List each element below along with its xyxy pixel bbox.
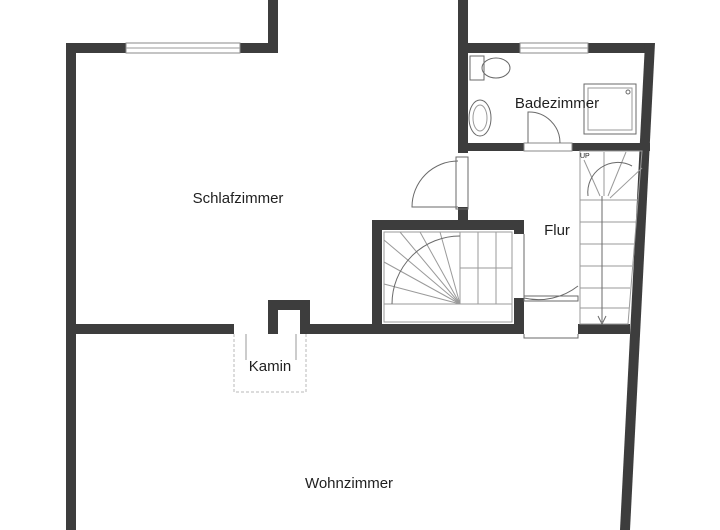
walls: [66, 0, 655, 530]
stair-up-marker: UP: [580, 153, 590, 160]
inner-stair-winder: [383, 261, 461, 305]
bath-door-opening: [523, 142, 573, 152]
wall-bath-bottom-right: [572, 143, 650, 151]
inner-stair-arc: [391, 235, 461, 305]
wall-divider-middle: [306, 324, 524, 334]
shower-drain: [625, 89, 631, 95]
room-label-badezimmer: Badezimmer: [515, 95, 599, 112]
room-label-wohnzimmer: Wohnzimmer: [305, 475, 393, 492]
hall-stair-winder: [607, 151, 627, 197]
wall-top-notch-left: [268, 0, 278, 53]
room-label-flur: Flur: [544, 222, 570, 239]
wall-bath-bottom-left: [458, 143, 524, 151]
chimney-top: [268, 300, 310, 310]
wall-hall-left-stub: [458, 207, 468, 228]
door-bedroom-swing: [411, 160, 459, 208]
inner-stair-winder: [383, 239, 461, 305]
inner-stair-outline: [383, 231, 513, 323]
door-bathroom-swing: [527, 111, 561, 144]
door-hall-threshold: [523, 334, 579, 339]
staircase-inner: [383, 231, 513, 323]
wall-right-exterior: [620, 43, 655, 530]
room-label-kamin: Kamin: [249, 358, 292, 375]
wall-divider-right: [578, 324, 630, 334]
shower-inner: [587, 87, 633, 131]
wall-stair-right-bottom: [514, 298, 524, 332]
fireplace: [233, 334, 307, 393]
inner-stair-winder: [383, 283, 461, 305]
wall-bath-left: [458, 43, 468, 153]
door-bedroom-leaf: [455, 156, 469, 210]
bath-sink: [468, 99, 492, 137]
wall-stair-top: [372, 220, 524, 230]
wall-stair-right-top: [514, 220, 524, 234]
bath-sink-inner: [472, 104, 488, 132]
bathroom-fixtures: [468, 55, 637, 137]
wall-top-notch-right: [458, 0, 468, 53]
door-stair-swing: [523, 234, 579, 301]
inner-stair-winder: [399, 231, 461, 305]
chimney-left: [268, 300, 278, 334]
hall-stair-arc: [587, 161, 633, 197]
door-stair-leaf: [523, 295, 579, 302]
hall-stair-winder: [609, 167, 643, 199]
toilet-bowl: [481, 57, 511, 79]
staircase-hall: UP: [579, 150, 643, 326]
doors: [411, 111, 579, 339]
inner-stair-winder: [439, 231, 461, 305]
room-label-schlafzimmer: Schlafzimmer: [193, 190, 284, 207]
shower-tray: [583, 83, 637, 135]
hall-stair-arrow-icon: [597, 315, 607, 326]
toilet-tank: [469, 55, 485, 81]
windows: [125, 42, 589, 152]
wall-divider-left: [66, 324, 234, 334]
wall-left-exterior: [66, 43, 76, 530]
chimney-right: [300, 300, 310, 334]
wall-stair-left: [372, 220, 382, 332]
